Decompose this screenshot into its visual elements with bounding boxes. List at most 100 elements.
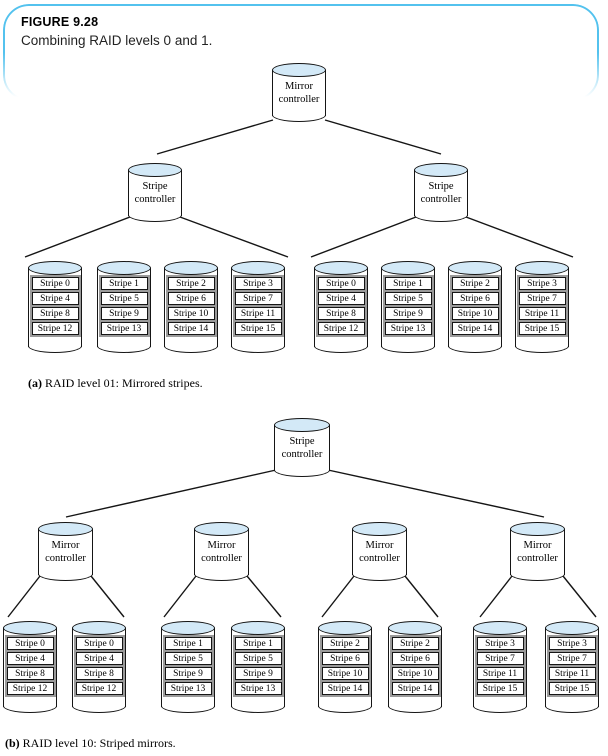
stripe-label: Stripe 1	[234, 637, 282, 650]
stripe-label: Stripe 7	[518, 292, 566, 305]
stripe-label: Stripe 6	[321, 652, 369, 665]
stripe-label: Stripe 3	[234, 277, 282, 290]
cylinder-bottom	[128, 215, 182, 222]
stripe-label: Stripe 12	[75, 682, 123, 695]
mirror-controller-b-2: Mirror controller	[194, 522, 249, 581]
controller-label: Stripe controller	[281, 436, 323, 460]
mirror-controller-b-4: Mirror controller	[510, 522, 565, 581]
cylinder-top	[510, 522, 565, 536]
stripe-label: Stripe 0	[31, 277, 79, 290]
cylinder-bottom	[161, 706, 215, 713]
disk-drive: Stripe 3 Stripe 7 Stripe 11 Stripe 15	[515, 261, 569, 353]
cylinder-top	[161, 621, 215, 635]
cylinder-body	[414, 170, 468, 216]
stripe-label: Stripe 1	[164, 637, 212, 650]
cylinder-body	[272, 70, 326, 116]
controller-label: Mirror controller	[201, 540, 242, 564]
cylinder-top	[545, 621, 599, 635]
cylinder-bottom	[3, 706, 57, 713]
controller-label: Mirror controller	[517, 540, 558, 564]
cylinder-bottom	[448, 346, 502, 353]
stripe-controller-b: Stripe controller	[274, 418, 330, 477]
cylinder-top	[97, 261, 151, 275]
controller-label: Stripe controller	[134, 181, 176, 205]
stripe-label: Stripe 6	[391, 652, 439, 665]
stripe-label: Stripe 10	[451, 307, 499, 320]
cylinder-body	[274, 425, 330, 471]
cylinder-bottom	[388, 706, 442, 713]
stripe-label: Stripe 14	[167, 322, 215, 335]
cylinder-top	[515, 261, 569, 275]
stripe-label: Stripe 10	[391, 667, 439, 680]
stripe-label: Stripe 2	[321, 637, 369, 650]
stripe-band: Stripe 3 Stripe 7 Stripe 11 Stripe 15	[516, 275, 568, 337]
cylinder-bottom	[72, 706, 126, 713]
stripe-controller-a-left: Stripe controller	[128, 163, 182, 222]
cylinder-bottom	[414, 215, 468, 222]
cylinder-bottom	[272, 115, 326, 122]
cylinder-bottom	[515, 346, 569, 353]
caption-b: (b) RAID level 10: Striped mirrors.	[5, 736, 176, 751]
stripe-label: Stripe 9	[100, 307, 148, 320]
caption-a-text: RAID level 01: Mirrored stripes.	[42, 376, 203, 390]
stripe-label: Stripe 14	[321, 682, 369, 695]
cylinder-top	[414, 163, 468, 177]
cylinder-top	[318, 621, 372, 635]
cylinder-bottom	[231, 346, 285, 353]
stripe-label: Stripe 0	[6, 637, 54, 650]
stripe-label: Stripe 11	[518, 307, 566, 320]
cylinder-top	[72, 621, 126, 635]
stripe-label: Stripe 13	[234, 682, 282, 695]
cylinder-bottom	[510, 574, 565, 581]
stripe-label: Stripe 7	[476, 652, 524, 665]
stripe-label: Stripe 10	[167, 307, 215, 320]
stripe-label: Stripe 8	[317, 307, 365, 320]
stripe-label: Stripe 11	[476, 667, 524, 680]
cylinder-bottom	[318, 706, 372, 713]
cylinder-top	[314, 261, 368, 275]
figure-caption: Combining RAID levels 0 and 1.	[21, 33, 213, 48]
cylinder-bottom	[194, 574, 249, 581]
stripe-label: Stripe 8	[75, 667, 123, 680]
stripe-label: Stripe 1	[384, 277, 432, 290]
stripe-label: Stripe 0	[75, 637, 123, 650]
cylinder-top	[128, 163, 182, 177]
stripe-label: Stripe 4	[6, 652, 54, 665]
controller-label: Mirror controller	[45, 540, 86, 564]
stripe-label: Stripe 13	[164, 682, 212, 695]
stripe-label: Stripe 0	[317, 277, 365, 290]
cylinder-body	[352, 529, 407, 575]
controller-label: Mirror controller	[359, 540, 400, 564]
mirror-controller-a: Mirror controller	[272, 63, 326, 122]
cylinder-top	[3, 621, 57, 635]
stripe-label: Stripe 12	[6, 682, 54, 695]
stripe-label: Stripe 15	[518, 322, 566, 335]
stripe-label: Stripe 5	[384, 292, 432, 305]
cylinder-bottom	[38, 574, 93, 581]
stripe-label: Stripe 5	[164, 652, 212, 665]
stripe-label: Stripe 4	[31, 292, 79, 305]
figure-label: FIGURE 9.28	[21, 15, 99, 29]
stripe-label: Stripe 3	[518, 277, 566, 290]
